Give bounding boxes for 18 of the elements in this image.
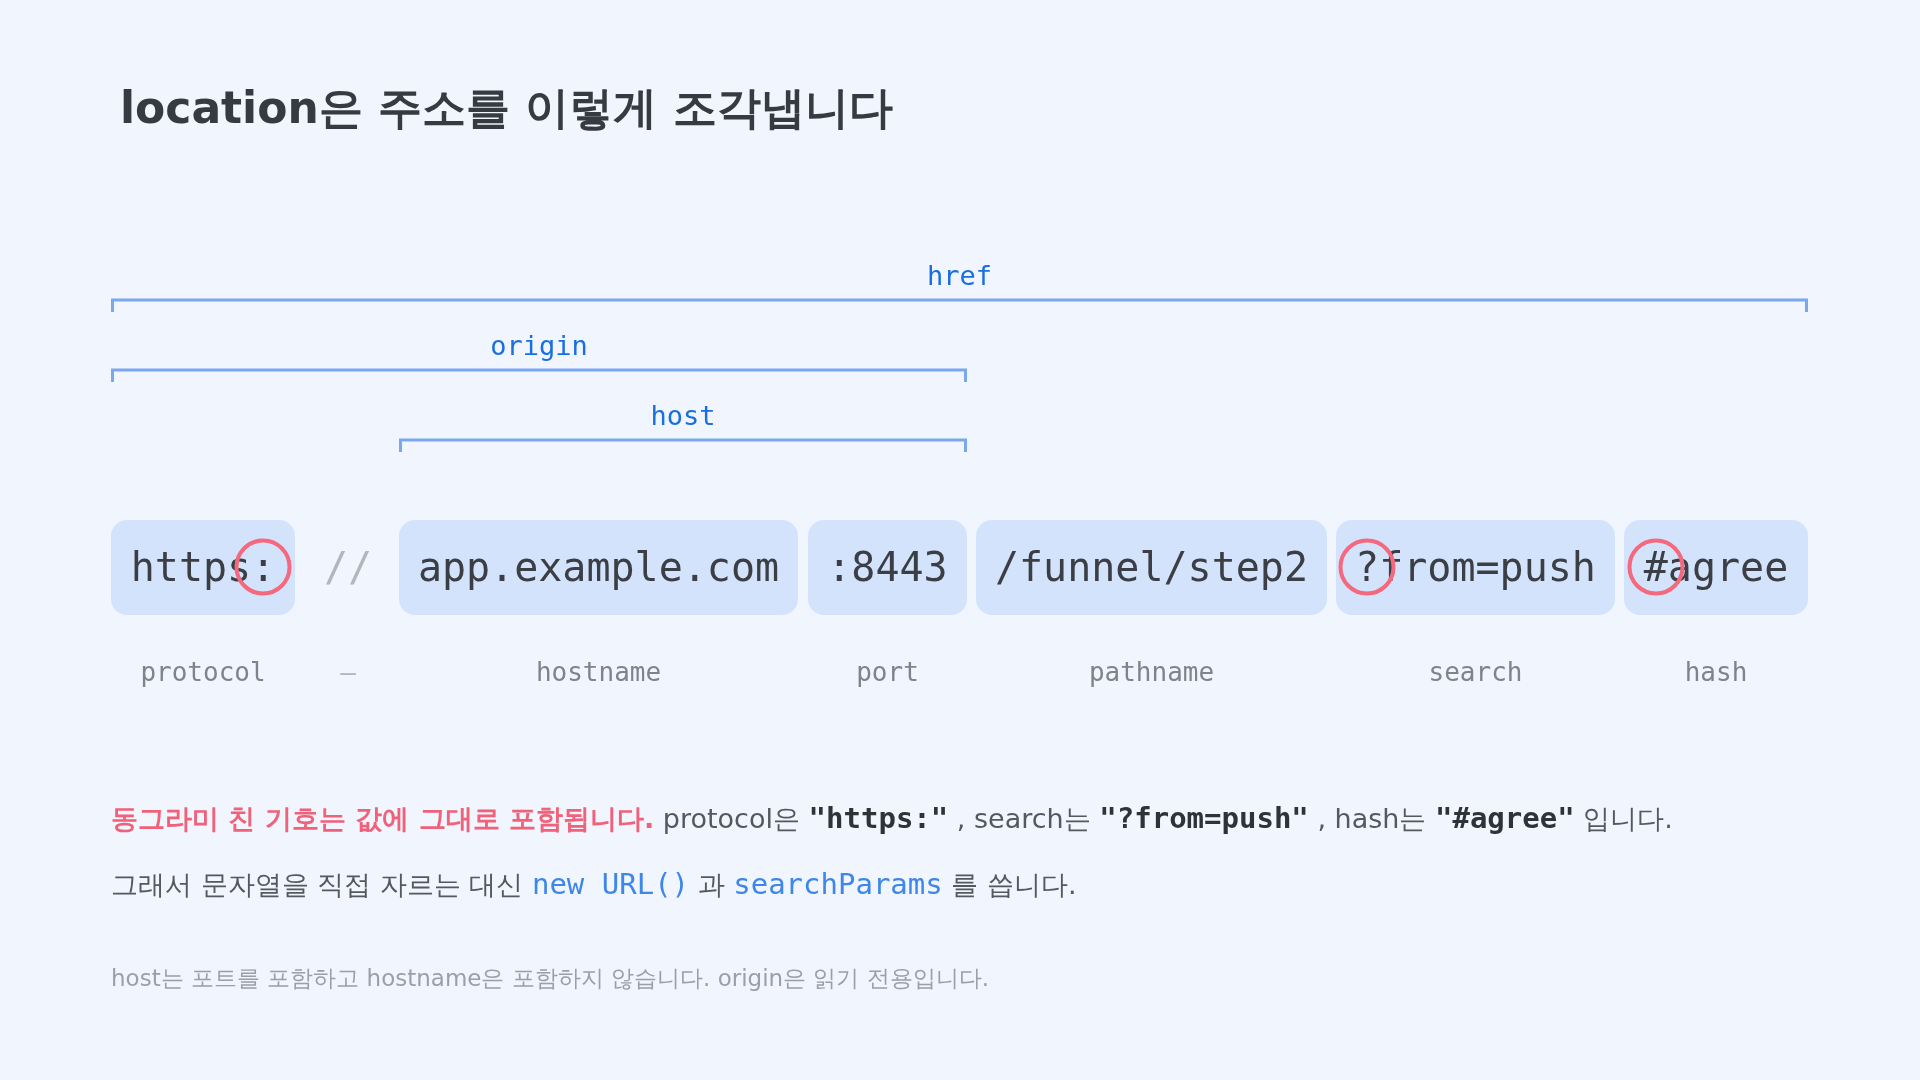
segment-caption: hostname xyxy=(535,656,662,688)
segment-caption: hash xyxy=(1684,656,1748,688)
bracket-label: host xyxy=(650,400,716,432)
slash-separator: // xyxy=(323,543,373,592)
bracket-label: href xyxy=(927,260,992,292)
segment-caption: — xyxy=(340,656,356,688)
url-segment: :8443 xyxy=(808,520,967,615)
segment-caption: protocol xyxy=(140,656,266,688)
url-segment: /funnel/step2 xyxy=(976,520,1327,615)
diagram-title: location은 주소를 이렇게 조각냅니다 xyxy=(120,82,893,135)
bracket-label: origin xyxy=(490,330,588,362)
note-text: 동그라미 친 기호는 값에 그대로 포함됩니다. protocol은 "https:" , search는 "?from=push" , hash는 "#agree" 입니다. xyxy=(111,800,1674,837)
footnote-text: host는 포트를 포함하고 hostname은 포함하지 않습니다. origin은 읽기 전용입니다. xyxy=(111,964,991,993)
segment-caption: search xyxy=(1428,656,1523,688)
note-text: 그래서 문자열을 직접 자르는 대신 new URL() 과 searchParams 를 씁니다. xyxy=(111,866,1078,903)
segment-caption: pathname xyxy=(1088,656,1215,688)
segment-caption: port xyxy=(856,656,919,688)
url-segment: app.example.com xyxy=(399,520,798,615)
